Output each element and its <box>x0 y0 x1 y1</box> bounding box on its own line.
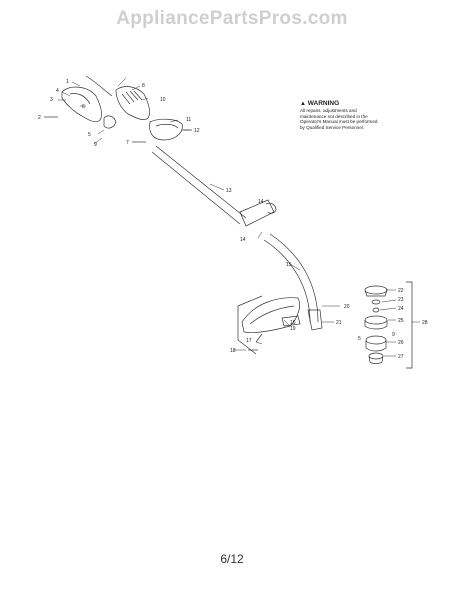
warning-body: All repairs, adjustments and maintenance… <box>300 108 378 130</box>
callout-14: 14 <box>240 237 246 243</box>
head-part-22 <box>364 285 388 295</box>
handle-cap-inner <box>155 123 179 129</box>
shaft-end-housing <box>307 309 323 331</box>
callout-26: 26 <box>398 340 404 346</box>
callout-27: 27 <box>398 354 404 360</box>
handle-housing-right <box>115 86 150 120</box>
callout-1: 1 <box>66 79 69 85</box>
spool-25 <box>364 315 388 325</box>
callout-19: 19 <box>290 326 296 332</box>
callout-14b: 14 <box>258 199 264 205</box>
lower-shaft <box>263 233 319 323</box>
upper-shaft <box>151 145 247 225</box>
callout-6: 6 <box>82 104 85 110</box>
handle-cap <box>149 118 183 141</box>
callout-22: 22 <box>398 288 404 294</box>
callout-28: 28 <box>422 320 428 326</box>
warning-triangle-icon: ▲ <box>300 101 306 107</box>
warning-title: ▲ WARNING <box>300 100 380 107</box>
bump-knob-27 <box>368 352 384 360</box>
trigger <box>103 115 117 129</box>
callout-10: 10 <box>160 97 166 103</box>
head-part-22-body <box>364 289 388 297</box>
callout-12: 12 <box>194 128 200 134</box>
callout-24: 24 <box>398 306 404 312</box>
leader-lines <box>58 77 420 357</box>
callout-18: 18 <box>230 348 236 354</box>
debris-shield-rib <box>249 305 295 325</box>
spool-26-body <box>365 340 387 352</box>
callout-2: 2 <box>38 115 41 121</box>
coupler-knob <box>265 202 277 214</box>
group-bracket <box>406 281 413 369</box>
callout-25: 25 <box>398 318 404 324</box>
callout-16: 16 <box>290 320 296 326</box>
watermark-logo: AppliancePartsPros.com <box>116 8 348 29</box>
throttle-cable <box>85 75 113 97</box>
callout-23: 23 <box>398 297 404 303</box>
shield-bracket <box>281 315 301 327</box>
bump-knob-27-body <box>368 355 384 364</box>
shaft-coupler <box>239 199 275 227</box>
debris-shield <box>241 297 300 333</box>
guard-frame <box>237 295 263 355</box>
callout-21: 21 <box>336 320 342 326</box>
callout-7: 7 <box>126 140 129 146</box>
screw-17 <box>255 333 263 343</box>
callout-17: 17 <box>246 338 252 344</box>
callout-11: 11 <box>186 117 191 123</box>
callout-4: 4 <box>56 88 59 94</box>
spool-25-body <box>364 320 388 330</box>
handle-housing-left <box>61 86 102 122</box>
callout-13: 13 <box>226 188 232 194</box>
spool-26 <box>365 335 387 345</box>
callout-9: 9 <box>94 142 97 148</box>
handle-housing-left-detail <box>69 93 91 105</box>
handle-grip-ridges <box>121 90 143 105</box>
callout-3: 3 <box>50 97 53 103</box>
head-part-23 <box>371 299 381 305</box>
callout-5: 5 <box>88 132 91 138</box>
callout-8: 8 <box>142 83 145 89</box>
callout-20: 20 <box>344 304 350 310</box>
warning-notice: ▲ WARNING All repairs, adjustments and m… <box>300 100 380 130</box>
page-number: 6/12 <box>220 552 244 566</box>
callout-5-head: 5 <box>358 336 361 342</box>
callout-15: 15 <box>286 262 292 268</box>
callout-9-head: 9 <box>392 332 395 338</box>
head-part-24 <box>372 307 380 313</box>
warning-title-text: WARNING <box>307 100 340 107</box>
